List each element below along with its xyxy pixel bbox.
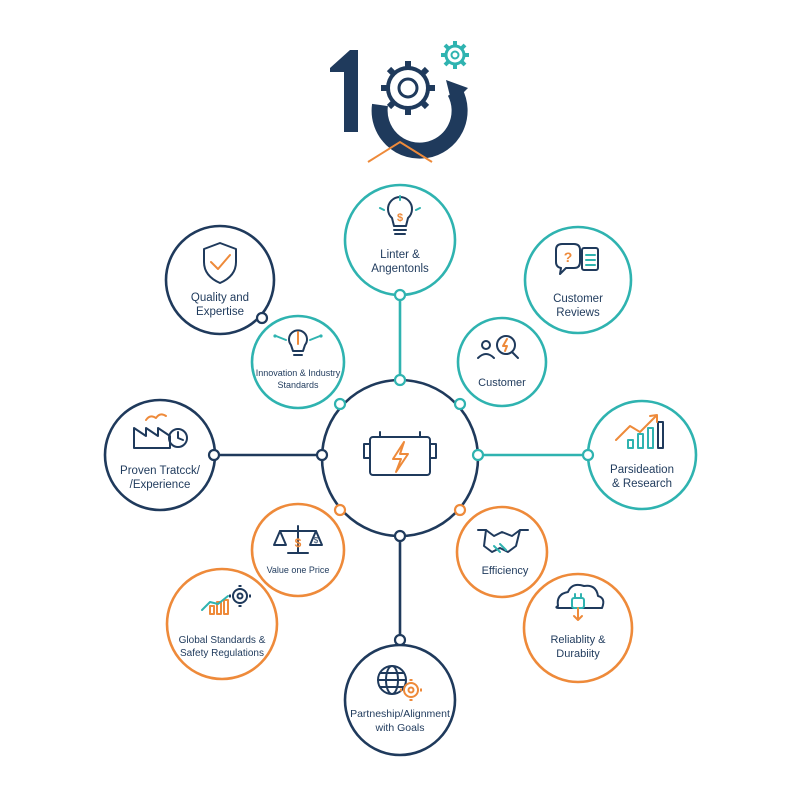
node-efficiency: Efficiency bbox=[455, 505, 549, 599]
logo-gear-large-icon bbox=[381, 61, 435, 115]
node-top-circle bbox=[343, 183, 457, 297]
node-value: $ $ Value one Price bbox=[250, 502, 346, 598]
node-proven-circle bbox=[103, 398, 217, 512]
node-research-dot bbox=[581, 448, 595, 462]
node-reliability-line1: Reliablity & bbox=[550, 634, 606, 646]
battery-bolt-icon bbox=[363, 431, 437, 476]
node-customer-line1: Customer bbox=[478, 377, 526, 389]
svg-text:$: $ bbox=[295, 536, 302, 550]
logo-ring bbox=[371, 88, 468, 159]
node-global-line1: Global Standards & bbox=[179, 635, 266, 646]
hub bbox=[315, 373, 485, 543]
node-partnership-circle bbox=[343, 643, 457, 757]
balance-scale-dollar-icon: $ $ bbox=[273, 525, 323, 554]
node-value-line1: Value one Price bbox=[267, 565, 330, 575]
node-global: Global Standards & Safety Regulations bbox=[165, 567, 279, 681]
node-proven-line1: Proven Tratcck/ bbox=[120, 465, 201, 477]
node-partnership: Partneship/Alignment with Goals bbox=[343, 633, 457, 757]
svg-text:$: $ bbox=[397, 212, 403, 224]
lightbulb-circuit-icon bbox=[273, 329, 323, 356]
node-partnership-line2: with Goals bbox=[374, 722, 424, 734]
cloud-plug-icon bbox=[555, 583, 605, 621]
node-quality-dot bbox=[255, 311, 269, 325]
node-innovation-circle bbox=[250, 314, 346, 410]
node-proven: Proven Tratcck/ /Experience bbox=[103, 398, 221, 512]
chart-gear-icon bbox=[201, 585, 251, 615]
node-customer-reviews-circle bbox=[523, 225, 633, 335]
connectors bbox=[214, 295, 588, 640]
node-reliability-circle bbox=[522, 572, 634, 684]
node-innovation-line1: Innovation & Industry bbox=[256, 368, 341, 378]
logo-chevron-icon bbox=[367, 140, 433, 163]
node-customer: Customer bbox=[456, 316, 548, 408]
node-efficiency-circle bbox=[455, 505, 549, 599]
node-research-circle bbox=[586, 399, 698, 511]
factory-clock-icon bbox=[133, 413, 188, 449]
node-efficiency-line1: Efficiency bbox=[482, 565, 529, 577]
node-partnership-line1: Partneship/Alignment bbox=[350, 708, 450, 720]
node-proven-line2: /Experience bbox=[130, 479, 191, 491]
hub-connector-dots bbox=[315, 373, 485, 543]
shield-check-icon bbox=[203, 242, 237, 284]
svg-text:$: $ bbox=[314, 536, 319, 545]
node-quality-line2: Expertise bbox=[196, 306, 244, 318]
globe-gear-icon bbox=[377, 665, 422, 701]
logo-arrow-icon bbox=[446, 80, 468, 104]
node-top-line1: Linter & bbox=[380, 249, 420, 261]
node-global-circle bbox=[165, 567, 279, 681]
node-research-line2: & Research bbox=[612, 478, 672, 490]
logo-digit-one bbox=[330, 50, 358, 132]
node-research: Parsideation & Research bbox=[581, 399, 698, 511]
node-reliability-line2: Durabiity bbox=[556, 648, 600, 660]
node-quality: Quality and Expertise bbox=[164, 224, 276, 336]
node-customer-reviews-line1: Customer bbox=[553, 293, 603, 305]
growth-chart-icon bbox=[615, 414, 664, 449]
node-top-line2: Angentonls bbox=[371, 263, 429, 275]
svg-text:?: ? bbox=[564, 249, 573, 265]
node-innovation: Innovation & Industry Standards bbox=[250, 314, 346, 410]
node-customer-circle bbox=[456, 316, 548, 408]
chat-clipboard-icon: ? bbox=[555, 243, 599, 275]
node-research-line1: Parsideation bbox=[610, 464, 674, 476]
node-top: $ Linter & Angentonls bbox=[343, 183, 457, 302]
node-customer-reviews-line2: Reviews bbox=[556, 307, 600, 319]
handshake-icon bbox=[477, 529, 529, 553]
node-reliability: Reliablity & Durabiity bbox=[522, 572, 634, 684]
node-partnership-dot bbox=[393, 633, 407, 647]
node-quality-circle bbox=[164, 224, 276, 336]
node-top-dot bbox=[393, 288, 407, 302]
node-innovation-line2: Standards bbox=[277, 380, 319, 390]
node-global-line2: Safety Regulations bbox=[180, 648, 264, 659]
node-quality-line1: Quality and bbox=[191, 292, 249, 304]
logo-gear-small-icon bbox=[441, 41, 469, 69]
logo bbox=[330, 41, 469, 163]
lightbulb-dollar-icon: $ bbox=[379, 195, 421, 235]
node-proven-dot bbox=[207, 448, 221, 462]
people-search-icon bbox=[477, 335, 519, 359]
node-customer-reviews: ? Customer Reviews bbox=[523, 225, 633, 335]
